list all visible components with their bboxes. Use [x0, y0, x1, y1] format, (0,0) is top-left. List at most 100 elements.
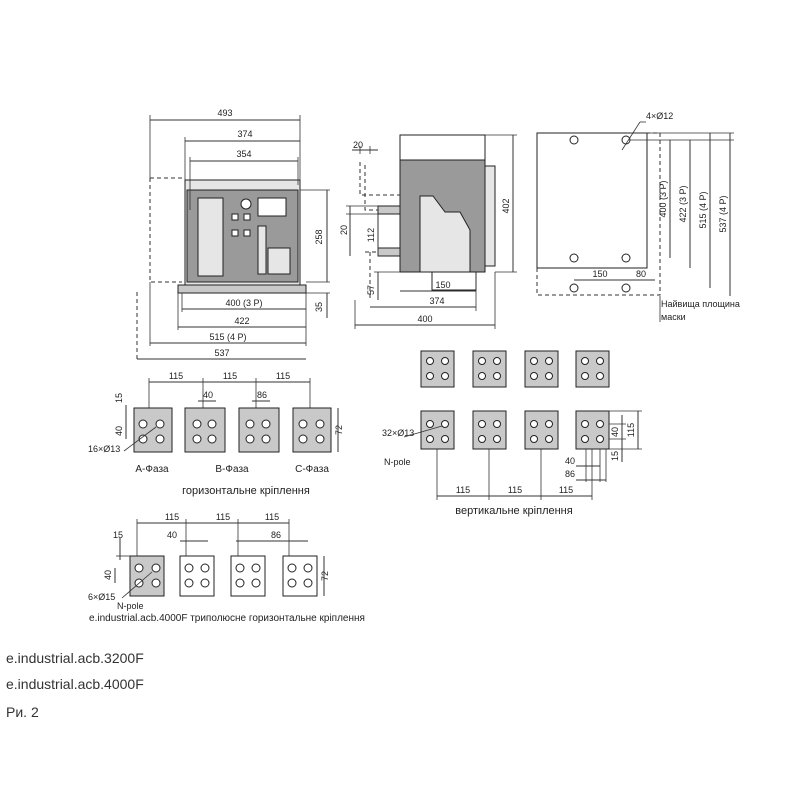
dim-40-v: 40 [114, 426, 124, 436]
vertical-terminals: 32×Ø13 N-pole 115 115 115 40 115 15 40 8… [382, 350, 642, 517]
dim-40: 40 [203, 390, 213, 400]
vertical-caption: вертикальне кріплення [455, 505, 572, 517]
horizontal-caption: горизонтальне кріплення [182, 485, 310, 497]
phase-a-label: A-Фаза [135, 464, 169, 475]
front-button [243, 213, 251, 221]
dim-374-side: 374 [429, 296, 444, 306]
dim-402: 402 [501, 198, 511, 213]
vpitch-115: 115 [559, 485, 573, 495]
terminal-holes [138, 419, 325, 444]
dim-400-3p: 400 (3 P) [225, 298, 262, 308]
dim-15-t: 15 [113, 530, 123, 540]
front-display [257, 197, 287, 217]
mask-hole [621, 283, 631, 293]
terminal-plate-a [133, 407, 173, 453]
dim-72: 72 [334, 425, 344, 435]
tp-plate-2 [230, 555, 266, 597]
tpitch-115: 115 [265, 512, 279, 522]
threepole-terminals: 115 115 115 40 86 15 40 72 6×Ø15 N-pole [88, 512, 365, 624]
dim-537-4p-mask: 537 (4 P) [718, 195, 728, 232]
npole-label: N-pole [384, 457, 411, 467]
dim-20-top: 20 [353, 140, 363, 150]
holes-6xd15: 6×Ø15 [88, 592, 115, 602]
dim-150: 150 [435, 280, 450, 290]
dim-422: 422 [234, 316, 249, 326]
front-base [177, 284, 307, 294]
dim-112: 112 [366, 228, 376, 242]
dim-493: 493 [217, 108, 232, 118]
dim-400-3p-mask: 400 (3 P) [658, 180, 668, 217]
mask-plate [536, 132, 648, 269]
dim-115-vt: 115 [626, 423, 636, 437]
side-handle [419, 195, 471, 273]
phase-c-label: C-Фаза [295, 464, 329, 475]
figure-caption-cut: Ри. 2 [6, 704, 39, 720]
dim-40-tv: 40 [103, 570, 113, 580]
pitch-115: 115 [223, 371, 237, 381]
dim-86-t: 86 [271, 530, 281, 540]
dim-86: 86 [257, 390, 267, 400]
model-name: e.industrial.acb.4000F [6, 676, 144, 692]
dim-57: 57 [366, 285, 376, 295]
horizontal-terminals: 115 115 115 40 86 15 40 72 16×Ø13 A-Фаз [88, 371, 344, 497]
side-terminal-lower [377, 247, 401, 257]
mask-hole [569, 135, 579, 145]
side-front-cover [484, 165, 496, 267]
tp-plate-3 [282, 555, 318, 597]
mask-hole [569, 253, 579, 263]
dim-40-t: 40 [167, 530, 177, 540]
dim-515-4p: 515 (4 P) [209, 332, 246, 342]
mask-hole [621, 253, 631, 263]
dim-40-vb: 40 [565, 456, 575, 466]
front-dashed-frame [149, 177, 185, 283]
dim-515-4p-mask: 515 (4 P) [698, 191, 708, 228]
tp-plate-1 [179, 555, 215, 597]
mask-hole [569, 283, 579, 293]
phase-b-label: B-Фаза [215, 464, 249, 475]
holes-32xd13: 32×Ø13 [382, 428, 414, 438]
dim-86-vb: 86 [565, 469, 575, 479]
dim-258: 258 [314, 229, 324, 244]
tpitch-115: 115 [165, 512, 179, 522]
pitch-115: 115 [169, 371, 183, 381]
front-indicator [240, 198, 252, 210]
dim-354: 354 [236, 149, 251, 159]
terminal-plate-b2 [238, 407, 280, 453]
dim-400-side: 400 [417, 314, 432, 324]
dim-422-3p-mask: 422 (3 P) [678, 185, 688, 222]
tpitch-115: 115 [216, 512, 230, 522]
model-name: e.industrial.acb.3200F [6, 650, 144, 666]
tp-npole-label: N-pole [117, 601, 144, 611]
terminal-plate-b1 [184, 407, 226, 453]
pitch-115: 115 [276, 371, 290, 381]
side-view: 20 20 112 57 402 150 374 400 [339, 134, 517, 329]
front-button [231, 213, 239, 221]
dim-80-mask: 80 [636, 269, 646, 279]
mask-holes-label: 4×Ø12 [646, 111, 673, 121]
mask-note-line2: маски [661, 312, 686, 322]
side-terminal-upper [377, 205, 401, 215]
front-button [243, 229, 251, 237]
vpitch-115: 115 [456, 485, 470, 495]
vertical-bottom-row [420, 410, 610, 450]
dim-15: 15 [114, 393, 124, 403]
dim-35: 35 [314, 302, 324, 312]
side-top [399, 134, 486, 161]
mask-note-line1: Найвища площина [661, 299, 740, 309]
dim-537: 537 [214, 348, 229, 358]
dim-15-vt: 15 [610, 451, 620, 461]
dim-20: 20 [339, 225, 349, 235]
vpitch-115: 115 [508, 485, 522, 495]
side-dashed [364, 165, 378, 300]
front-view: 493 374 354 258 35 400 (3 P) 422 515 (4 … [136, 108, 330, 362]
holes-16xd13: 16×Ø13 [88, 444, 120, 454]
dim-40-vt: 40 [610, 427, 620, 437]
dim-72-t: 72 [320, 571, 330, 581]
front-counter [267, 247, 291, 275]
tp-holes [134, 563, 313, 588]
dim-374: 374 [237, 129, 252, 139]
terminal-plate-c [292, 407, 332, 453]
vertical-top-row [420, 350, 610, 388]
dim-150-mask: 150 [592, 269, 607, 279]
